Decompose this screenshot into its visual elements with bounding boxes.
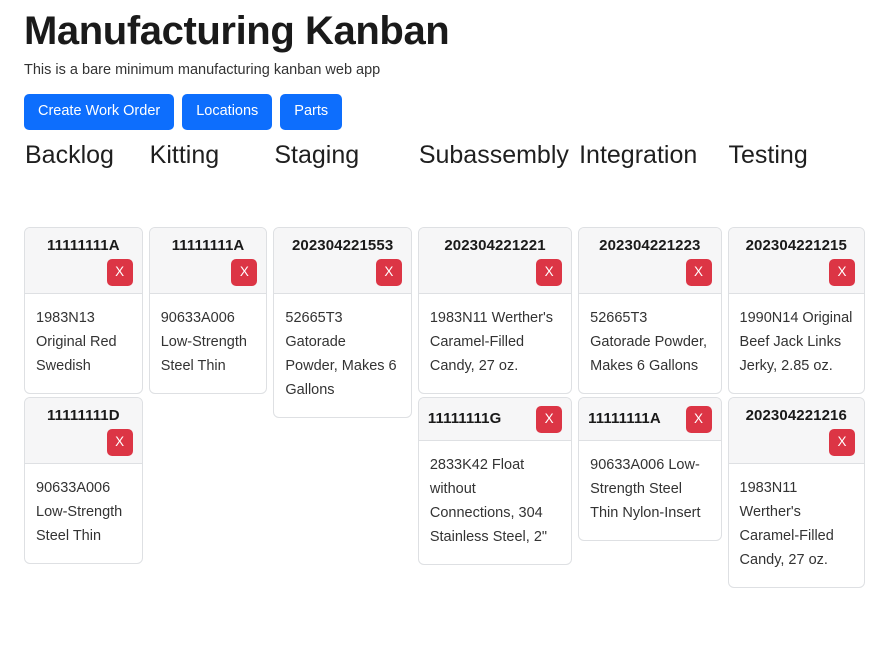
delete-work-order-button[interactable]: X [536, 258, 563, 286]
work-order-id: 11111111D [47, 406, 120, 424]
work-order-part: 52665T3 Gatorade Powder, Makes 6 Gallons [590, 309, 708, 374]
work-order-id: 202304221216 [745, 406, 847, 424]
work-order-id: 202304221223 [599, 236, 701, 254]
delete-work-order-button[interactable]: X [685, 405, 712, 433]
delete-work-order-button[interactable]: X [106, 428, 133, 456]
column-header-kitting: Kitting [149, 140, 220, 169]
delete-work-order-button[interactable]: X [829, 428, 855, 456]
create-work-order-button[interactable]: Create Work Order [24, 94, 175, 130]
work-order-id: 202304221221 [444, 236, 546, 254]
work-order-id: 11111111A [47, 236, 120, 254]
delete-work-order-button[interactable]: X [829, 258, 855, 286]
work-order-card[interactable]: 11111111A X 1983N13 Original Red Swedish [24, 226, 143, 394]
work-order-card[interactable]: 11111111G X 2833K42 Float without Connecti… [417, 396, 573, 565]
page-title: Manufacturing Kanban [24, 9, 450, 53]
work-order-part: 52665T3 Gatorade Powder, Makes 6 Gallons [285, 309, 397, 398]
delete-work-order-button[interactable]: X [536, 405, 563, 433]
column-header-testing: Testing [728, 140, 808, 169]
work-order-part: 90633A006 Low-Strength Steel Thin Nylon-… [590, 456, 701, 521]
column-header-subassembly: Subassembly [418, 140, 569, 169]
card-header: 11111111G X [418, 397, 572, 441]
card-header: 11111111A X [149, 227, 267, 294]
delete-work-order-button[interactable]: X [106, 258, 133, 286]
work-order-part: 2833K42 Float without Connections, 304 S… [429, 456, 548, 545]
work-order-part: 90633A006 Low-Strength Steel Thin [36, 479, 123, 544]
column-header-integration: Integration [579, 140, 698, 169]
card-header: 11111111A X [25, 227, 142, 294]
work-order-part: 1983N11 Werther's Caramel-Filled Candy, … [429, 309, 553, 374]
work-order-id: 202304221215 [745, 236, 847, 254]
work-order-id: 11111111A [171, 236, 245, 254]
kanban-column-kitting: 11111111A X 90633A006 Low-Strength Steel T… [148, 226, 268, 394]
card-header: 11111111D X [25, 397, 142, 464]
work-order-id: 11111111A [588, 410, 661, 427]
page-subtitle: This is a bare minimum manufacturing kan… [24, 62, 381, 78]
column-headers: Backlog Kitting Staging Subassembly Integrat… [24, 130, 871, 171]
work-order-part: 1983N11 Werther's Caramel-Filled Candy, … [739, 479, 834, 568]
card-header: 11111111A X [579, 397, 721, 441]
work-order-part: 1983N13 Original Red Swedish [36, 309, 117, 374]
parts-button[interactable]: Parts [280, 94, 343, 130]
delete-work-order-button[interactable]: X [231, 258, 258, 286]
work-order-part: 1990N14 Original Beef Jack Links Jerky, … [739, 309, 853, 374]
work-order-card[interactable]: 11111111D X 90633A006 Low-Strength Steel T… [24, 396, 143, 564]
work-order-part: 90633A006 Low-Strength Steel Thin [160, 309, 247, 374]
locations-button[interactable]: Locations [182, 94, 273, 130]
work-order-id: 11111111G [427, 410, 502, 427]
work-order-id: 202304221553 [291, 236, 394, 254]
delete-work-order-button[interactable]: X [375, 258, 402, 286]
work-order-card[interactable]: 11111111A X 90633A006 Low-Strength Steel T… [578, 396, 722, 541]
work-order-card[interactable]: 11111111A X 90633A006 Low-Strength Steel T… [148, 226, 268, 394]
column-header-staging: Staging [274, 140, 360, 169]
delete-work-order-button[interactable]: X [685, 258, 712, 286]
column-header-backlog: Backlog [25, 140, 114, 169]
